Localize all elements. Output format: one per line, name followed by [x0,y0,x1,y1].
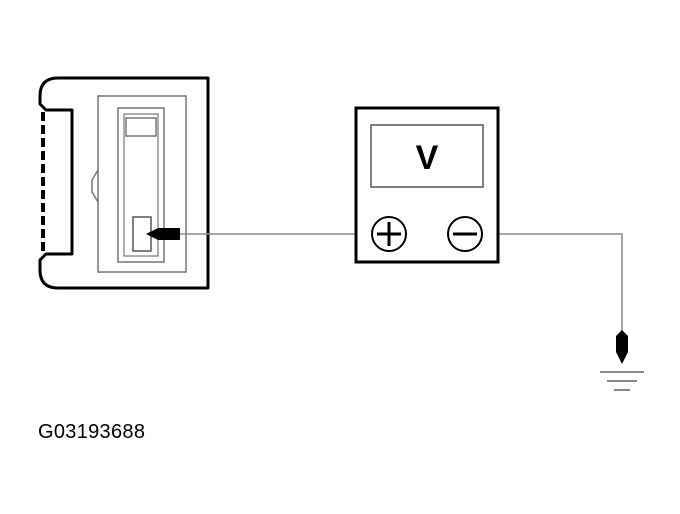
connector-pin-top [125,117,157,137]
probe-tip-icon [146,228,180,240]
connector-terminal-slot-inner [123,113,159,257]
ground-symbol-icon [600,330,644,391]
connector-inner-frame [97,95,187,273]
negative-terminal [447,216,483,252]
voltmeter-screen [370,124,484,188]
voltmeter-unit-label: V [416,139,439,177]
voltmeter: V [354,106,500,264]
negative-lead-wire [484,233,623,334]
connector-notch [91,169,99,203]
connector-terminal-slot [117,107,165,263]
positive-terminal [371,216,407,252]
connector-icon [38,76,210,290]
figure-id: G03193688 [38,421,146,443]
